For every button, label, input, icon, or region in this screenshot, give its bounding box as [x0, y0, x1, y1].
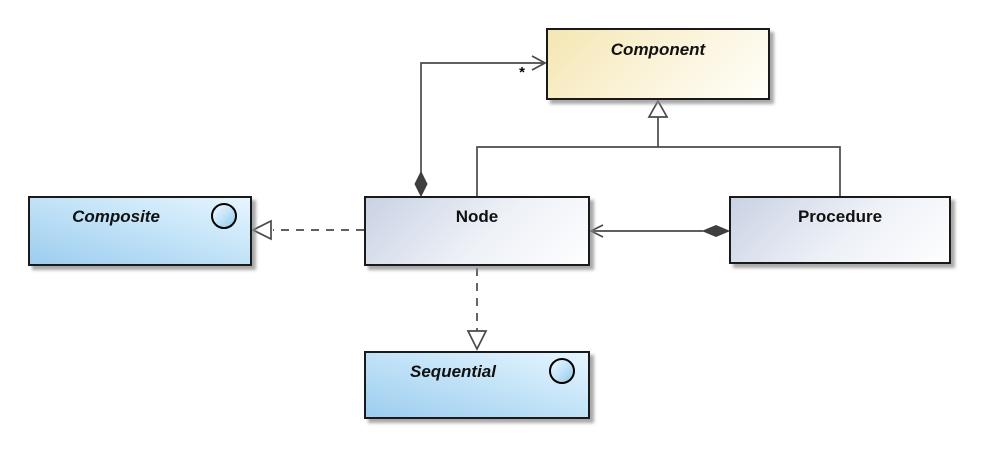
- class-box-procedure[interactable]: Procedure: [729, 196, 951, 264]
- class-box-composite[interactable]: Composite: [28, 196, 252, 266]
- class-name-node: Node: [455, 207, 499, 226]
- interface-ball-icon: [211, 203, 237, 229]
- class-box-sequential[interactable]: Sequential: [364, 351, 590, 419]
- edge-node-sequential-realization: [466, 268, 488, 351]
- class-name-procedure: Procedure: [797, 207, 883, 226]
- edge-node-component-composition: [414, 55, 547, 198]
- edge-procedure-node-composition: [589, 224, 731, 238]
- class-box-component[interactable]: Component: [546, 28, 770, 100]
- class-box-node[interactable]: Node: [364, 196, 590, 266]
- interface-ball-icon: [549, 358, 575, 384]
- edge-generalization-to-component: [476, 99, 841, 196]
- class-name-sequential: Sequential: [410, 362, 496, 381]
- multiplicity-label: *: [519, 64, 525, 81]
- class-name-component: Component: [610, 40, 706, 59]
- class-name-composite: Composite: [72, 207, 160, 226]
- edge-node-composite-realization: [251, 219, 364, 241]
